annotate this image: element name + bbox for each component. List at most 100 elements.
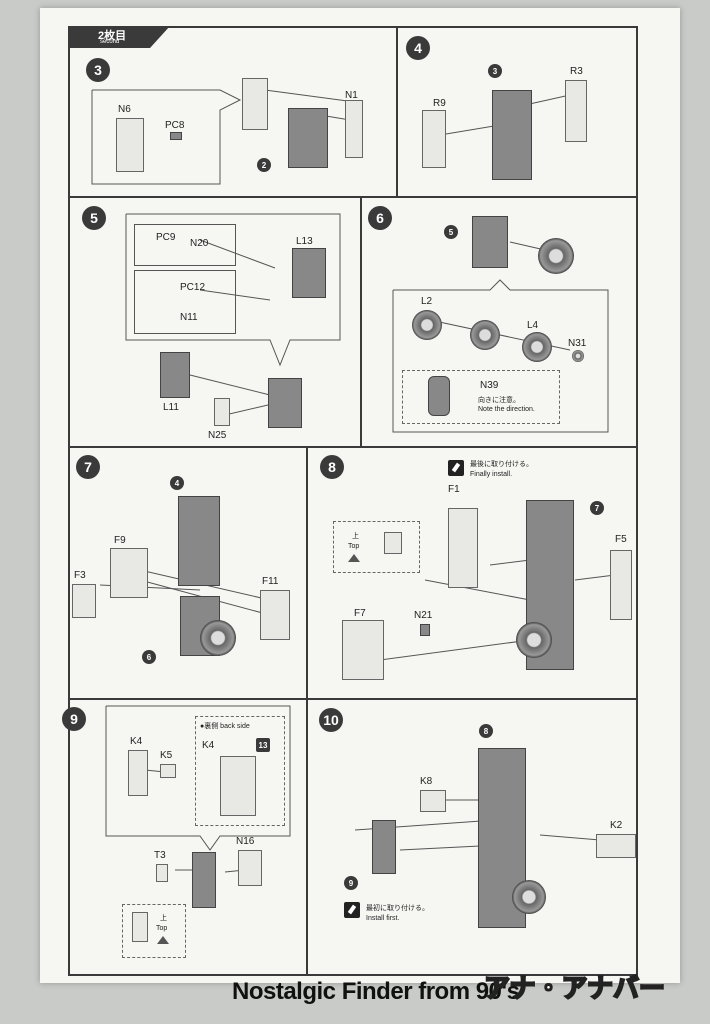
ref-circle: 8: [479, 724, 493, 738]
wheel-drawing: [412, 310, 442, 340]
part-drawing: [260, 590, 290, 640]
ref-circle: 9: [344, 876, 358, 890]
divider: [68, 196, 638, 198]
wheel-drawing: [200, 620, 236, 656]
part-label: N16: [236, 836, 255, 847]
step-number: 7: [84, 459, 92, 475]
step-3-badge: 3: [86, 58, 110, 82]
inset-box: [134, 224, 236, 266]
part-label: K5: [160, 750, 173, 761]
wheel-drawing: [522, 332, 552, 362]
step-10-badge: 10: [319, 708, 343, 732]
part-drawing: [428, 376, 450, 416]
part-label: F9: [114, 535, 126, 546]
step-4-badge: 4: [406, 36, 430, 60]
part-label: L4: [527, 320, 539, 331]
divider: [68, 698, 638, 700]
step-8-badge: 8: [320, 455, 344, 479]
part-drawing: [610, 550, 632, 620]
part-label: N20: [190, 238, 209, 249]
part-drawing: [288, 108, 328, 168]
part-label: N1: [345, 90, 358, 101]
part-label: N11: [180, 312, 198, 323]
wheel-drawing: [572, 350, 584, 362]
part-drawing: [420, 790, 446, 812]
part-drawing: [384, 532, 402, 554]
part-drawing: [132, 912, 148, 942]
part-drawing: [596, 834, 636, 858]
divider: [360, 196, 362, 446]
wheel-drawing: [512, 880, 546, 914]
ref-box: 13: [256, 738, 270, 752]
part-drawing: [268, 378, 302, 428]
step-number: 6: [376, 210, 384, 226]
sheet-sub: second: [100, 39, 120, 45]
note-text: Note the direction.: [478, 406, 535, 413]
part-drawing: [116, 118, 144, 172]
part-label: N25: [208, 430, 227, 441]
part-label: F5: [615, 534, 627, 545]
back-side-label: ●裏側 back side: [200, 723, 250, 730]
arrow-up-icon: [157, 936, 169, 944]
part-label: N39: [480, 380, 499, 391]
part-drawing: [220, 756, 256, 816]
part-drawing: [292, 248, 326, 298]
ref-circle: 7: [590, 501, 604, 515]
page-frame: [68, 26, 638, 976]
step-6-badge: 6: [368, 206, 392, 230]
part-drawing: [472, 216, 508, 268]
step-number: 3: [94, 62, 102, 78]
part-label: F7: [354, 608, 366, 619]
part-label: K2: [610, 820, 623, 831]
step-number: 4: [414, 40, 422, 56]
part-label: L11: [163, 402, 179, 413]
part-drawing: [110, 548, 148, 598]
top-text: Top: [156, 925, 168, 932]
part-label: K4: [130, 736, 143, 747]
part-drawing: [448, 508, 478, 588]
wheel-drawing: [538, 238, 574, 274]
part-drawing: [565, 80, 587, 142]
inset-box: [134, 270, 236, 334]
top-box: [122, 904, 186, 958]
ref-circle: 3: [488, 64, 502, 78]
step-number: 5: [90, 210, 98, 226]
instruction-sheet: [40, 8, 680, 983]
pen-icon: [448, 460, 464, 476]
part-drawing: [160, 764, 176, 778]
top-box: [333, 521, 420, 573]
part-label: N31: [568, 338, 587, 349]
part-label: PC9: [156, 232, 176, 243]
part-drawing: [128, 750, 148, 796]
part-drawing: [342, 620, 384, 680]
part-label: N6: [118, 104, 131, 115]
site-logo: アナ・アナバー: [483, 972, 666, 1004]
part-label: F1: [448, 484, 460, 495]
ref-circle: 4: [170, 476, 184, 490]
part-label: PC12: [180, 282, 206, 293]
divider: [68, 446, 638, 448]
top-text: 上: [352, 533, 359, 540]
part-label: F3: [74, 570, 86, 581]
divider: [306, 446, 308, 976]
watermark-text: Nostalgic Finder from 90's: [232, 978, 520, 1005]
note-text: 最後に取り付ける。: [470, 461, 533, 468]
part-drawing: [492, 90, 532, 180]
wheel-drawing: [516, 622, 552, 658]
part-label: L2: [421, 296, 433, 307]
part-drawing: [156, 864, 168, 882]
pen-icon: [344, 902, 360, 918]
part-label: R9: [433, 98, 446, 109]
part-drawing: [170, 132, 182, 140]
sheet-label: 2枚目: [98, 30, 127, 42]
part-drawing: [238, 850, 262, 886]
part-drawing: [422, 110, 446, 168]
note-text: Install first.: [366, 915, 400, 922]
step-number: 9: [70, 711, 78, 727]
arrow-up-icon: [348, 554, 360, 562]
ref-circle: 2: [257, 158, 271, 172]
part-drawing: [72, 584, 96, 618]
back-side-box: [195, 716, 285, 826]
part-drawing: [214, 398, 230, 426]
step-9-badge: 9: [62, 707, 86, 731]
